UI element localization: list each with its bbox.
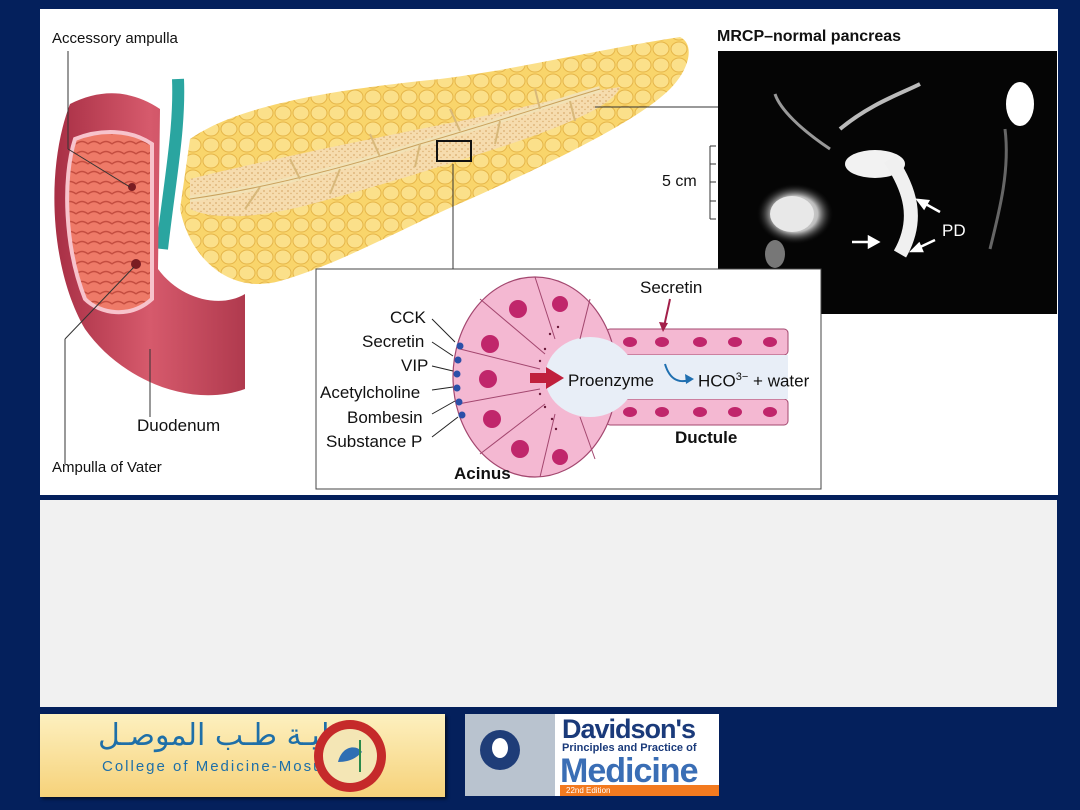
label-mrcp-title: MRCP–normal pancreas <box>717 28 902 45</box>
label-proenzyme: Proenzyme <box>568 371 654 390</box>
college-emblem-icon <box>314 720 386 792</box>
label-scale: 5 cm <box>662 173 697 190</box>
label-ampulla-of-vater: Ampulla of Vater <box>52 459 162 476</box>
accessory-ampulla-opening <box>128 183 136 191</box>
label-ductule: Ductule <box>675 428 738 447</box>
mrcp-signal <box>757 82 1034 268</box>
label-cck: CCK <box>390 308 426 327</box>
label-acinus: Acinus <box>454 464 511 483</box>
college-of-medicine-mosul-logo: كليـة طـب الموصـل College of Medicine-Mo… <box>40 714 445 797</box>
davidson-subtitle: Principles and Practice of <box>562 742 697 754</box>
bottom-text-panel <box>40 500 1057 707</box>
common-bile-duct <box>156 78 185 250</box>
proenzyme-arrow <box>530 367 564 389</box>
label-pd: PD <box>942 221 966 240</box>
label-accessory-ampulla: Accessory ampulla <box>52 30 178 47</box>
duodenum-lumen <box>65 130 154 315</box>
ductule-walls <box>605 328 789 426</box>
receptor-pointers <box>431 318 459 438</box>
label-hco3-base: HCO <box>698 371 736 391</box>
scale-bar <box>709 145 716 220</box>
college-arabic-name: كليـة طـب الموصـل <box>98 718 345 753</box>
davidson-edition: 22nd Edition <box>560 785 719 796</box>
label-secretin-top: Secretin <box>640 278 703 297</box>
davidsons-medicine-logo: Davidson's Principles and Practice of Me… <box>465 714 719 796</box>
zoom-box <box>436 140 472 162</box>
pancreas-illustration <box>54 37 1057 490</box>
pd-arrows <box>852 198 941 253</box>
davidson-title: Davidson's <box>562 714 696 744</box>
pancreas-figure: Accessory ampulla MRCP–normal pancreas 5… <box>40 9 1058 495</box>
label-duodenum: Duodenum <box>137 416 221 435</box>
college-english-name: College of Medicine-Mosul <box>102 758 329 775</box>
label-secretin: Secretin <box>362 332 425 351</box>
label-acetylcholine: Acetylcholine <box>320 383 421 402</box>
davidson-emblem-icon <box>480 730 520 770</box>
label-vip: VIP <box>401 356 429 375</box>
ampulla-of-vater-opening <box>131 259 141 269</box>
davidson-medicine: Medicine <box>560 752 698 790</box>
label-hco3: HCO3− + water <box>698 371 809 392</box>
label-water: + water <box>748 371 810 391</box>
label-bombesin: Bombesin <box>347 408 423 427</box>
label-hco3-charge: 3− <box>735 371 749 383</box>
label-substance-p: Substance P <box>326 432 423 451</box>
